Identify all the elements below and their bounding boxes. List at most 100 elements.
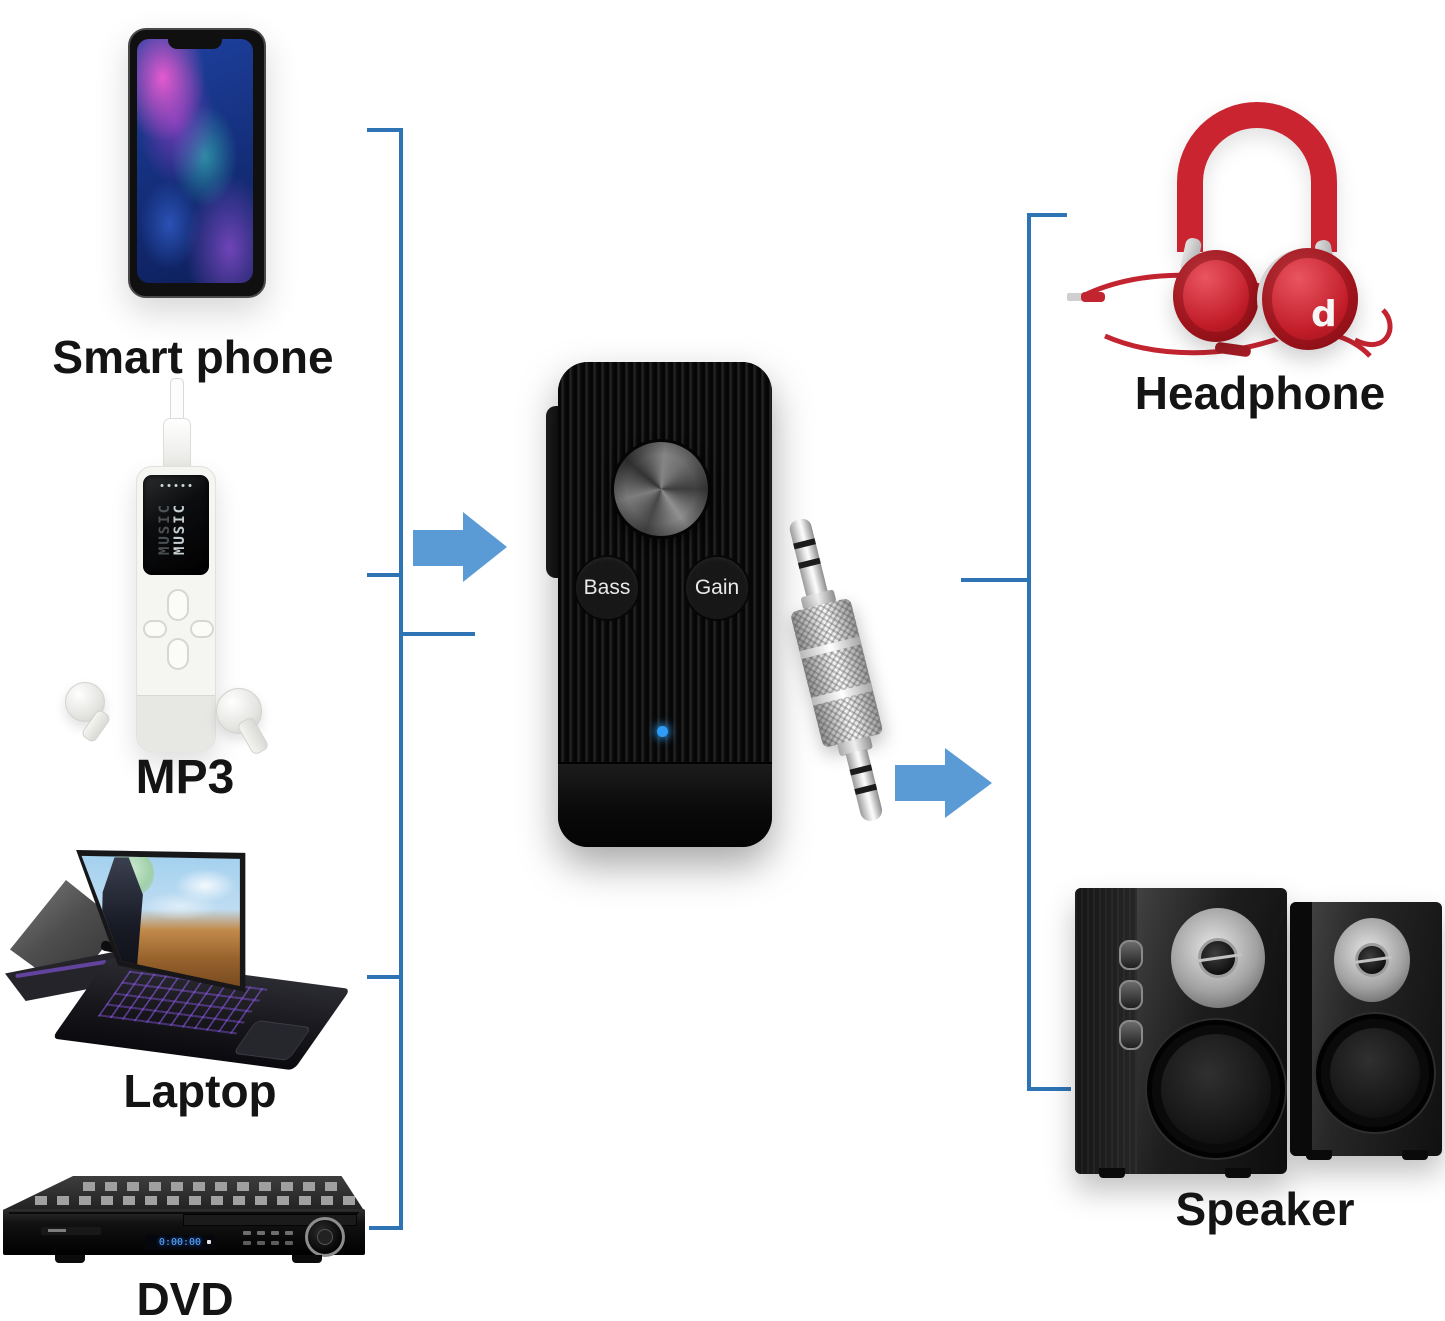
mp3-body: MUSIC MUSIC [136,466,216,752]
mp3-label: MP3 [135,751,235,804]
speaker-left-woofer [1147,1020,1285,1158]
dvd-foot [55,1255,85,1263]
headphone-earcup-right [1257,248,1358,350]
dvd-button [243,1231,251,1235]
speaker-control-knob [1119,980,1143,1010]
headphone-earcup-left [1173,250,1259,342]
receiver-body: Bass Gain [558,362,772,847]
gain-button-label: Gain [694,576,740,599]
aux-plug-ring [854,783,878,795]
arrow-head [463,512,507,582]
speaker-control-knob [1119,940,1143,970]
dvd-button [285,1231,293,1235]
aux-body-band [811,682,874,706]
receiver-bottom-cap [558,762,772,847]
mp3-button-next [190,620,214,638]
headphone-headband [1177,102,1337,252]
headphone-plug-tip [1067,293,1083,301]
bluetooth-receiver-illustration: Bass Gain [545,358,785,853]
dvd-foot [292,1255,322,1263]
smartphone-notch [168,39,222,49]
speaker-foot [1099,1168,1125,1178]
dvd-jog-knob [305,1217,345,1257]
speaker-left [1075,888,1287,1178]
connector-receiver-input-stub [399,632,475,636]
connector-dvd-stub [369,1226,403,1230]
connector-receiver-output-stub [961,578,1031,582]
aux-plug-ring [793,538,816,550]
dvd-button [285,1241,293,1245]
dvd-power-button [41,1227,101,1235]
dvd-front-panel: 0:00:00 [3,1209,365,1257]
smartphone-body [128,28,266,298]
dvd-panel-groove [9,1212,359,1214]
connector-left-trunk [399,128,403,1230]
laptop-touchpad [232,1019,312,1061]
speaker-label: Speaker [1175,1183,1355,1235]
aux-bottom-plug [845,748,885,824]
receiver-led-indicator [657,726,668,737]
bass-button-label: Bass [583,576,631,599]
gain-button: Gain [686,557,748,619]
connector-headphone-stub [1027,213,1067,217]
mp3-bottom-cap [137,695,215,752]
connector-speaker-stub [1027,1087,1071,1091]
dvd-button [243,1241,251,1245]
smartphone-illustration [0,0,340,330]
arrow-shaft [895,765,946,801]
speaker-foot [1306,1150,1332,1160]
dvd-display-text: 0:00:00 [158,1237,202,1248]
headphone-label: Headphone [1134,367,1386,419]
laptop-screen-bezel [76,849,246,993]
headphone-brand-logo-icon: d [1311,294,1337,335]
aux-top-plug [787,516,829,598]
headphone-inline-remote [1214,342,1251,357]
mp3-screen: MUSIC MUSIC [143,475,209,575]
arrow-head [945,748,992,818]
aux-knurled-body [789,597,884,749]
mp3-button-up [167,589,189,621]
headphone-plug [1081,292,1105,302]
speaker-foot [1225,1168,1251,1178]
aux-plug-ring [797,557,821,569]
speaker-foot [1402,1150,1428,1160]
speaker-control-knob [1119,1020,1143,1050]
laptop-label: Laptop [123,1065,277,1117]
aux-plug-ring [849,764,873,776]
smartphone-label: Smart phone [52,331,334,383]
mp3-screen-text: MUSIC [171,502,188,556]
speaker-right-edge [1290,902,1312,1156]
dvd-button [257,1231,265,1235]
speaker-left-tweeter [1171,908,1265,1008]
mp3-player-illustration: MUSIC MUSIC [40,370,300,770]
dvd-button [271,1241,279,1245]
dvd-vent-row [35,1196,355,1205]
laptop-illustration [5,845,375,1071]
dvd-label: DVD [136,1273,234,1321]
mp3-screen-dots [160,484,192,487]
speaker-illustration [1060,880,1445,1180]
dvd-display: 0:00:00 [145,1235,215,1250]
connector-smartphone-stub [367,128,403,132]
mp3-usb-plug [163,418,191,468]
speaker-right-tweeter [1334,918,1410,1002]
mp3-button-prev [143,620,167,638]
input-arrow-icon [413,512,507,583]
connector-right-trunk [1027,213,1031,1091]
smartphone-screen [137,39,253,283]
dvd-vent-row [83,1182,345,1191]
connector-laptop-stub [367,975,403,979]
dvd-top-face [5,1176,363,1209]
arrow-shaft [413,530,464,566]
connector-mp3-stub [367,573,403,577]
output-arrow-icon [895,748,992,818]
mp3-button-down [167,638,189,670]
dvd-button [257,1241,265,1245]
headphone-illustration: d [1065,88,1405,373]
bass-button: Bass [576,557,638,619]
receiver-volume-knob [614,442,708,536]
speaker-right [1290,902,1442,1160]
aux-body-band [799,636,862,660]
speaker-right-woofer [1316,1014,1434,1132]
dvd-button [271,1231,279,1235]
